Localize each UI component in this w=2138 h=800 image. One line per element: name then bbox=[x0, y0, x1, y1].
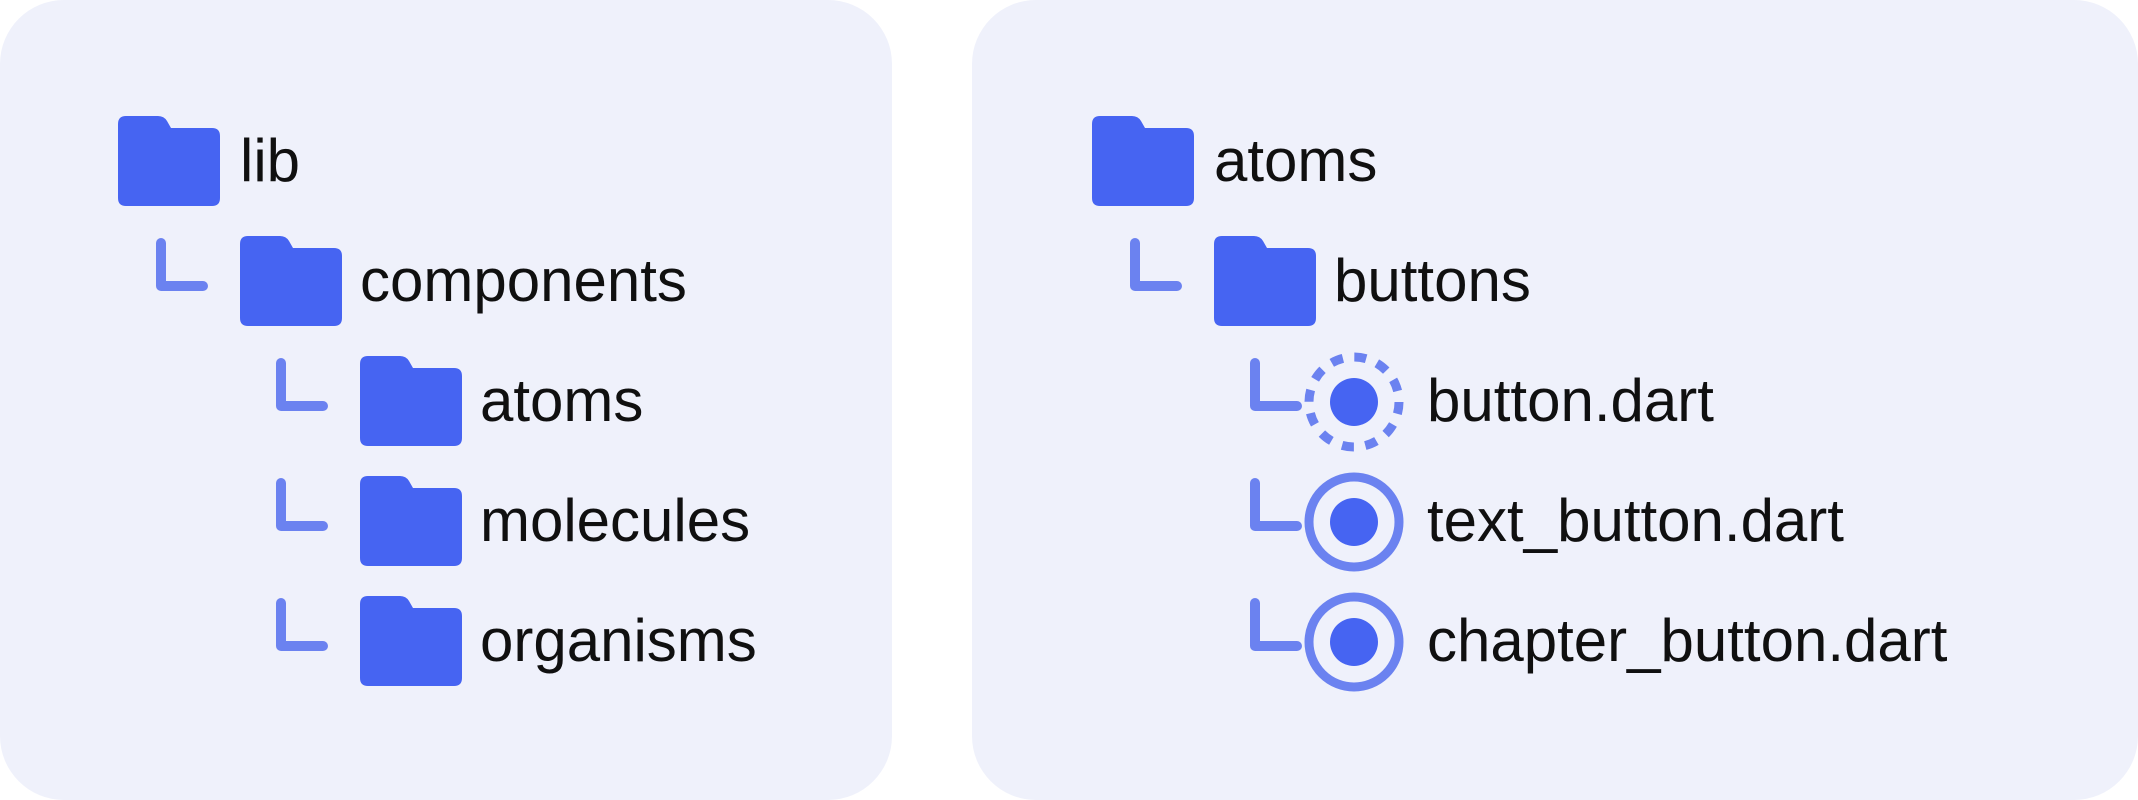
tree-item-label: components bbox=[360, 247, 687, 314]
tree-item-components[interactable]: components bbox=[156, 236, 858, 326]
tree-connector-icon bbox=[1250, 598, 1302, 651]
left-tree-panel: lib components atoms molecules bbox=[0, 0, 892, 800]
tree-item-molecules[interactable]: molecules bbox=[276, 476, 858, 566]
folder-icon bbox=[1214, 236, 1316, 326]
folder-icon bbox=[1092, 116, 1194, 206]
tree-item-lib[interactable]: lib bbox=[118, 116, 718, 206]
folder-icon bbox=[360, 596, 462, 686]
tree-item-label: chapter_button.dart bbox=[1427, 607, 1948, 674]
tree-item-label: text_button.dart bbox=[1427, 487, 1844, 554]
tree-item-label: molecules bbox=[480, 487, 751, 554]
tree-connector-icon bbox=[1250, 358, 1302, 411]
tree-connector-icon bbox=[276, 478, 328, 531]
tree-item-button-dart[interactable]: button.dart bbox=[1250, 352, 2112, 452]
tree-item-buttons[interactable]: buttons bbox=[1130, 236, 1832, 326]
folder-icon bbox=[360, 356, 462, 446]
tree-item-label: button.dart bbox=[1427, 367, 1714, 434]
tree-connector-icon bbox=[1130, 238, 1182, 291]
tree-item-atoms[interactable]: atoms bbox=[276, 356, 858, 446]
tree-item-label: organisms bbox=[480, 607, 757, 674]
tree-item-text-button-dart[interactable]: text_button.dart bbox=[1250, 472, 2112, 572]
folder-icon bbox=[118, 116, 220, 206]
tree-connector-icon bbox=[276, 358, 328, 411]
tree-item-label: atoms bbox=[480, 367, 644, 434]
tree-connector-icon bbox=[156, 238, 208, 291]
right-tree-panel: atoms buttons button.dart text_button.da… bbox=[972, 0, 2138, 800]
tree-item-label: lib bbox=[240, 127, 301, 194]
folder-icon bbox=[360, 476, 462, 566]
dashed-ring-file-icon bbox=[1304, 352, 1404, 452]
tree-item-atoms[interactable]: atoms bbox=[1092, 116, 1692, 206]
tree-connector-icon bbox=[1250, 478, 1302, 531]
tree-item-label: atoms bbox=[1214, 127, 1378, 194]
tree-item-label: buttons bbox=[1334, 247, 1531, 314]
ring-file-icon bbox=[1304, 472, 1404, 572]
tree-connector-icon bbox=[276, 598, 328, 651]
tree-item-organisms[interactable]: organisms bbox=[276, 596, 858, 686]
tree-item-chapter-button-dart[interactable]: chapter_button.dart bbox=[1250, 592, 2112, 692]
ring-file-icon bbox=[1304, 592, 1404, 692]
folder-icon bbox=[240, 236, 342, 326]
